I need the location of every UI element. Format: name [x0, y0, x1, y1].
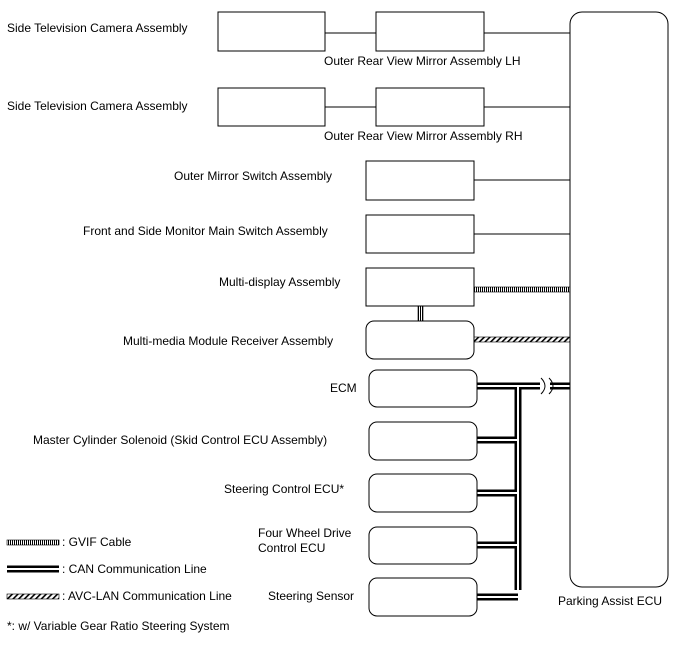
legend-avc-swatch [6, 593, 60, 600]
master-cylinder-box [368, 421, 478, 461]
monitor-switch-box [365, 214, 475, 254]
mirror-switch-box [365, 160, 475, 201]
ecm-label: ECM [330, 381, 357, 395]
parking-assist-ecu-label: Parking Assist ECU [558, 594, 662, 608]
plain-wires [325, 32, 570, 235]
steering-sensor-box [368, 577, 478, 617]
master-cylinder-label: Master Cylinder Solenoid (Skid Control E… [33, 433, 327, 447]
can-break-mark [540, 377, 554, 395]
mirror-lh-label: Outer Rear View Mirror Assembly LH [324, 54, 521, 68]
side-camera-rh-box [217, 87, 326, 127]
four-wheel-drive-box [368, 526, 478, 565]
side-camera-lh-box [217, 11, 326, 52]
steering-control-label: Steering Control ECU* [224, 482, 344, 496]
parking-assist-ecu-box [569, 11, 669, 588]
legend-gvif-label: : GVIF Cable [62, 535, 132, 549]
monitor-switch-label: Front and Side Monitor Main Switch Assem… [83, 224, 328, 238]
steering-sensor-label: Steering Sensor [268, 589, 354, 603]
steering-control-box [368, 473, 478, 513]
multi-display-box [365, 267, 475, 307]
mirror-switch-label: Outer Mirror Switch Assembly [174, 169, 332, 183]
legend: : GVIF Cable : CAN Communication Line : … [6, 535, 232, 603]
side-camera-rh-label: Side Television Camera Assembly [7, 99, 188, 113]
legend-avc-label: : AVC-LAN Communication Line [62, 589, 232, 603]
legend-can-label: : CAN Communication Line [62, 562, 207, 576]
footnote: *: w/ Variable Gear Ratio Steering Syste… [7, 619, 230, 633]
multimedia-receiver-label: Multi-media Module Receiver Assembly [123, 334, 333, 348]
mirror-rh-box [375, 87, 485, 127]
legend-gvif-swatch [6, 539, 60, 546]
four-wheel-drive-label-line2: Control ECU [258, 541, 325, 555]
avc-lan-line [473, 336, 571, 343]
four-wheel-drive-label-line1: Four Wheel Drive [258, 526, 352, 540]
side-camera-lh-label: Side Television Camera Assembly [7, 21, 188, 35]
multi-display-label: Multi-display Assembly [219, 275, 340, 289]
can-bus [477, 377, 570, 601]
mirror-rh-label: Outer Rear View Mirror Assembly RH [324, 129, 523, 143]
component-boxes [217, 11, 669, 617]
mirror-lh-box [375, 11, 485, 52]
multimedia-receiver-box [365, 320, 475, 360]
ecm-box [368, 369, 478, 408]
